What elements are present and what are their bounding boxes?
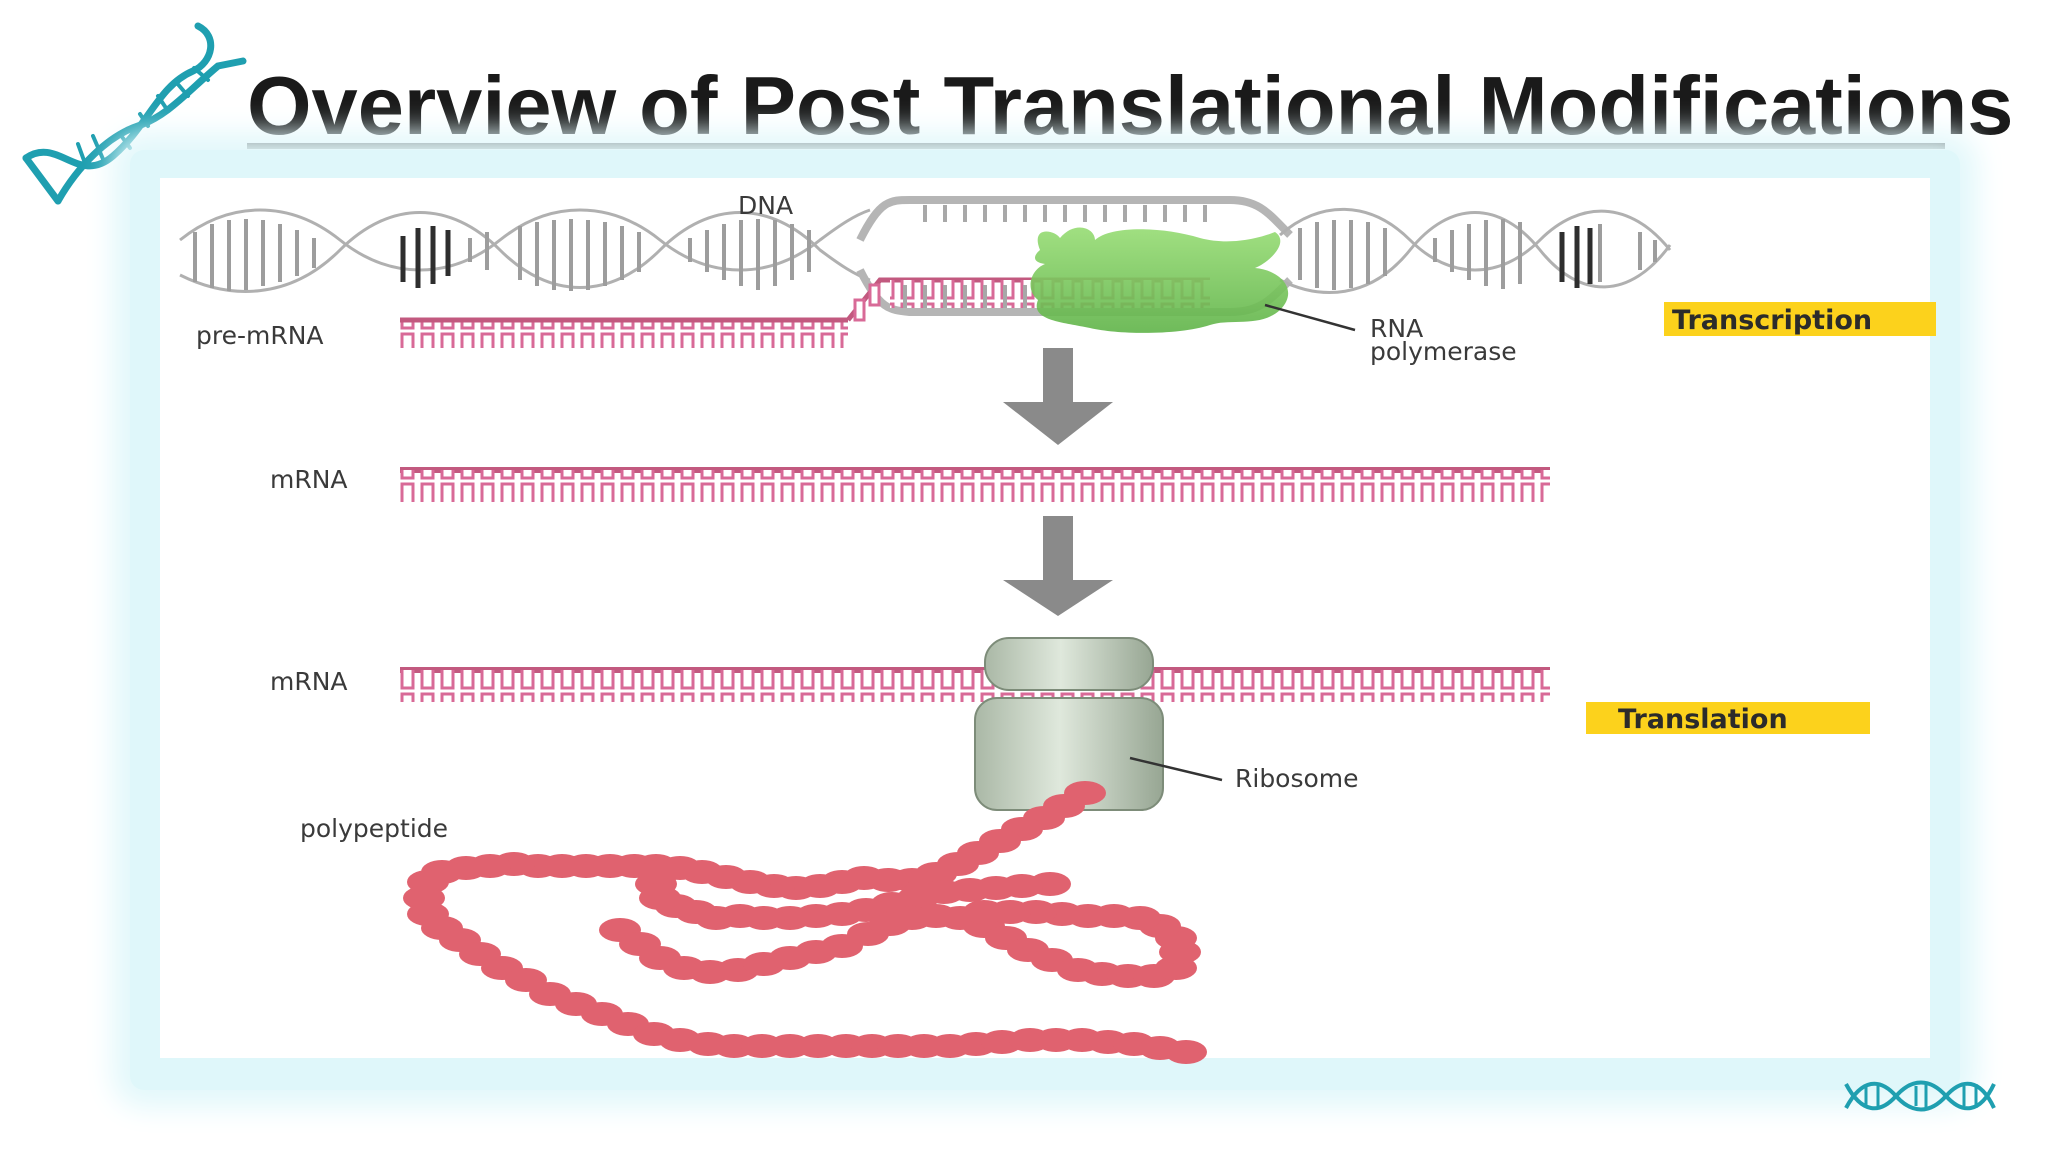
stage-tag-transcription: Transcription	[1664, 302, 1936, 336]
svg-text:Translation: Translation	[1618, 704, 1788, 735]
dna-helix-small-icon	[1844, 1080, 1996, 1112]
title-underline	[247, 143, 1945, 149]
ribosome	[974, 637, 1223, 811]
dna-helix-icon	[22, 22, 247, 205]
dna-template-rungs	[903, 285, 1027, 308]
mrna-strand-1	[400, 467, 1550, 502]
amino-acid-bead	[639, 860, 681, 884]
label-dna: DNA	[738, 191, 793, 220]
page-title: Overview of Post Translational Modificat…	[247, 59, 2014, 152]
label-pre-mrna: pre-mRNA	[196, 321, 324, 350]
polypeptide-chain	[403, 781, 1207, 1064]
label-mrna-2: mRNA	[270, 667, 348, 696]
stage-tag-translation: Translation	[1586, 702, 1870, 735]
label-rna-polymerase-2: polymerase	[1370, 337, 1517, 366]
dna-helix	[179, 208, 871, 293]
label-ribosome: Ribosome	[1235, 764, 1359, 793]
amino-acid-bead	[1165, 1040, 1207, 1064]
label-rna-polymerase-1: RNA	[1370, 314, 1423, 343]
svg-text:Transcription: Transcription	[1672, 305, 1872, 336]
amino-acid-bead	[963, 900, 1005, 924]
label-polypeptide: polypeptide	[300, 814, 448, 843]
down-arrow-2	[1003, 516, 1113, 616]
label-mrna-1: mRNA	[270, 465, 348, 494]
rna-polymerase-blob	[1030, 227, 1289, 333]
down-arrow-1	[1003, 348, 1113, 445]
dna-helix-right	[1279, 207, 1672, 294]
mrna-strand-2	[400, 667, 1550, 702]
